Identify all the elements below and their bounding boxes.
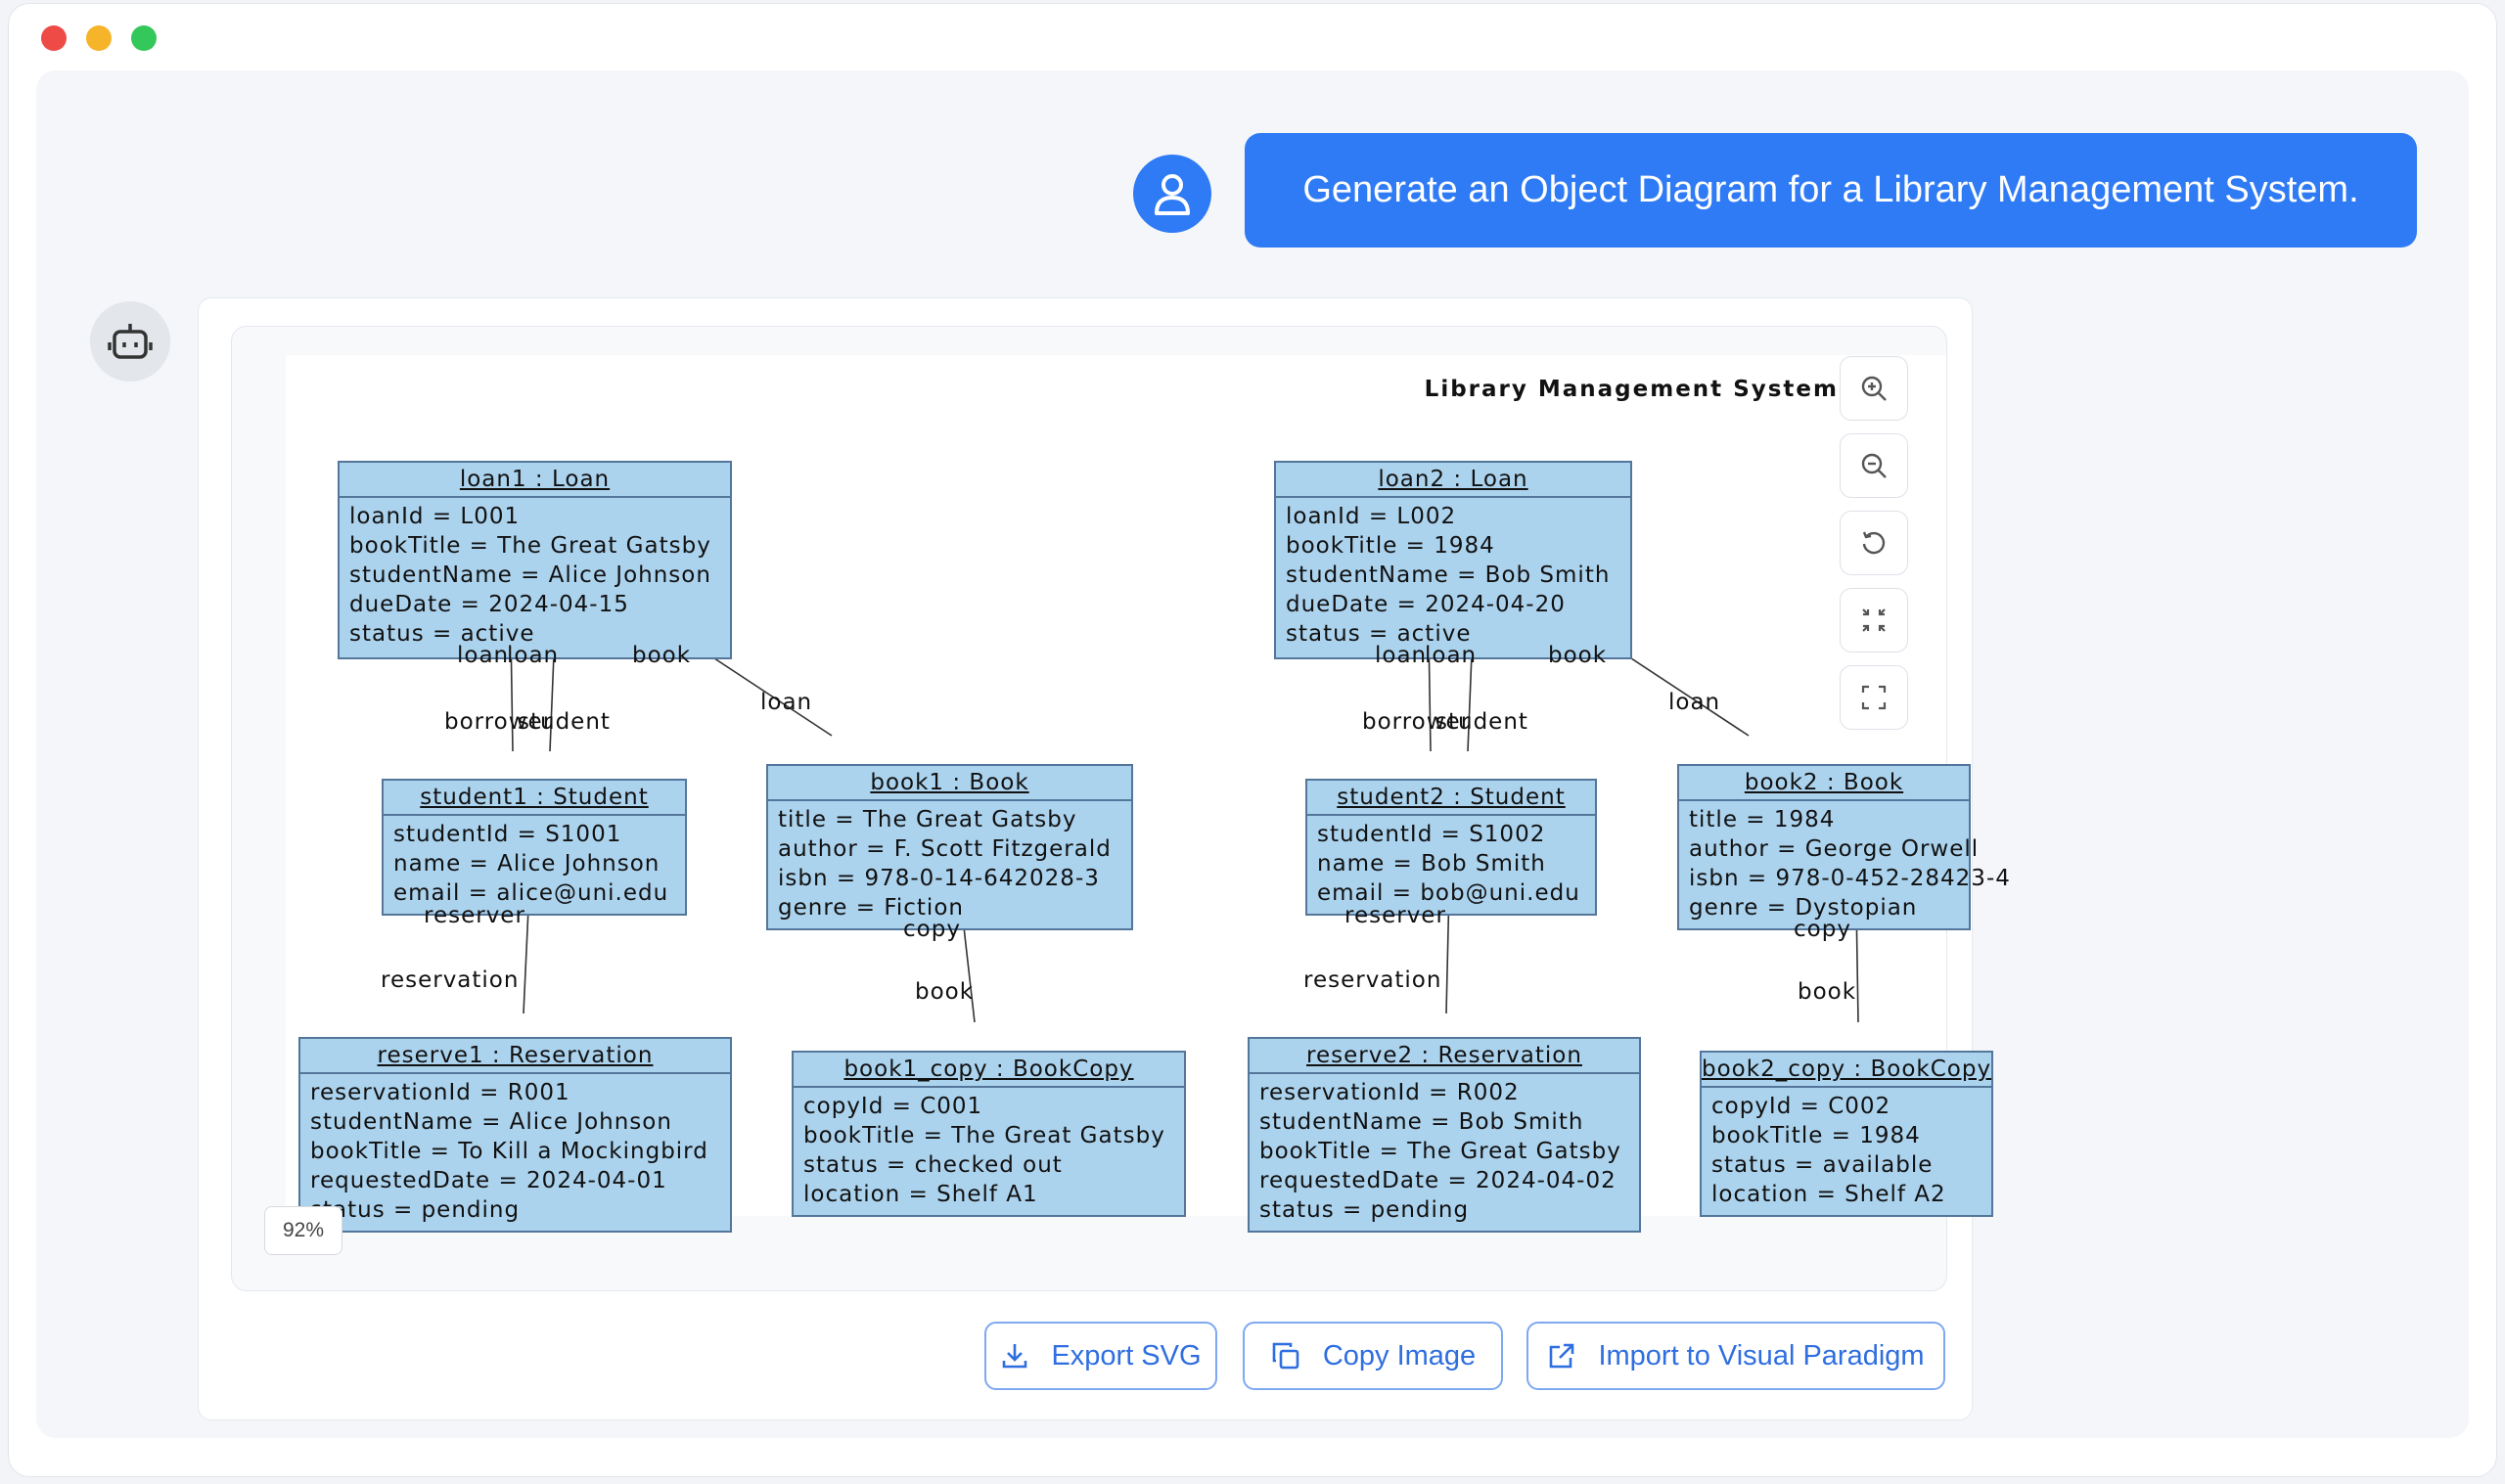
edge-label: reserver xyxy=(1344,903,1446,928)
object-header: book2 : Book xyxy=(1679,766,1969,801)
user-icon xyxy=(1155,174,1190,215)
object-attributes: reservationId = R002 studentName = Bob S… xyxy=(1259,1080,1621,1223)
object-attributes: studentId = S1001 name = Alice Johnson e… xyxy=(393,822,669,906)
object-header: reserve1 : Reservation xyxy=(300,1039,730,1074)
import-visual-paradigm-button[interactable]: Import to Visual Paradigm xyxy=(1526,1322,1945,1390)
copy-icon xyxy=(1272,1342,1299,1370)
robot-icon xyxy=(108,324,153,359)
object-header: loan2 : Loan xyxy=(1276,463,1630,498)
object-attributes: reservationId = R001 studentName = Alice… xyxy=(310,1080,708,1223)
user-message-bubble: Generate an Object Diagram for a Library… xyxy=(1245,133,2417,247)
object-student2[interactable]: student2 : Student studentId = S1002 nam… xyxy=(1305,779,1597,916)
edge-label: reservation xyxy=(381,967,520,993)
object-book1-copy[interactable]: book1_copy : BookCopy copyId = C001 book… xyxy=(792,1051,1186,1217)
edge-label: book xyxy=(1798,979,1857,1005)
diagram-viewer: Library Management System loan1 : Loan l… xyxy=(231,326,2010,1291)
edge-label: borrower xyxy=(1362,709,1472,735)
diagram-canvas[interactable]: Library Management System loan1 : Loan l… xyxy=(286,355,2010,1233)
edge-label: loan xyxy=(1375,643,1428,668)
reset-view-button[interactable] xyxy=(1840,511,1908,575)
zoom-in-icon xyxy=(1861,376,1887,401)
copy-image-label: Copy Image xyxy=(1322,1339,1477,1372)
diagram-title: Library Management System xyxy=(1424,377,1839,402)
object-header: reserve2 : Reservation xyxy=(1250,1039,1639,1074)
object-attributes: studentId = S1002 name = Bob Smith email… xyxy=(1317,822,1580,906)
object-header: loan1 : Loan xyxy=(340,463,730,498)
fullscreen-button[interactable] xyxy=(1840,665,1908,730)
edge-label: book xyxy=(915,979,975,1005)
edge-label: loan xyxy=(760,690,813,715)
edge-label: loan xyxy=(457,643,510,668)
edge-label: reserver xyxy=(424,903,525,928)
zoom-level-indicator: 92% xyxy=(264,1206,342,1255)
download-icon xyxy=(1003,1344,1027,1369)
object-attributes: copyId = C002 bookTitle = 1984 status = … xyxy=(1711,1094,1946,1207)
object-attributes: copyId = C001 bookTitle = The Great Gats… xyxy=(803,1094,1165,1207)
edge-label: book xyxy=(1548,643,1608,668)
bot-avatar xyxy=(90,301,170,382)
object-attributes: loanId = L001 bookTitle = The Great Gats… xyxy=(349,504,711,647)
fit-to-screen-icon xyxy=(1862,608,1886,632)
object-header: book1 : Book xyxy=(768,766,1131,801)
window-close-button[interactable] xyxy=(41,25,67,51)
edge-label: student xyxy=(1435,709,1528,735)
object-header: book1_copy : BookCopy xyxy=(794,1053,1184,1088)
edge-label: student xyxy=(518,709,611,735)
reset-icon xyxy=(1862,531,1886,555)
object-attributes: title = The Great Gatsby author = F. Sco… xyxy=(778,807,1112,921)
object-student1[interactable]: student1 : Student studentId = S1001 nam… xyxy=(382,779,687,916)
object-book2-copy[interactable]: book2_copy : BookCopy copyId = C002 book… xyxy=(1700,1051,1993,1217)
object-reserve2[interactable]: reserve2 : Reservation reservationId = R… xyxy=(1248,1037,1641,1233)
edge-label: reservation xyxy=(1303,967,1442,993)
object-attributes: title = 1984 author = George Orwell isbn… xyxy=(1689,807,2011,921)
edge-label: book xyxy=(632,643,692,668)
user-avatar xyxy=(1133,155,1211,233)
object-book2[interactable]: book2 : Book title = 1984 author = Georg… xyxy=(1677,764,2011,930)
zoom-out-icon xyxy=(1861,453,1887,478)
object-book1[interactable]: book1 : Book title = The Great Gatsby au… xyxy=(766,764,1133,930)
object-header: student1 : Student xyxy=(384,781,685,816)
object-reserve1[interactable]: reserve1 : Reservation reservationId = R… xyxy=(298,1037,732,1233)
edge-label: borrower xyxy=(444,709,554,735)
window-minimize-button[interactable] xyxy=(86,25,112,51)
edge-label: copy xyxy=(1794,917,1851,942)
edge-label: loan xyxy=(507,643,560,668)
object-header: student2 : Student xyxy=(1307,781,1595,816)
zoom-out-button[interactable] xyxy=(1840,433,1908,498)
fit-to-screen-button[interactable] xyxy=(1840,588,1908,652)
edge-label: loan xyxy=(1668,690,1721,715)
export-svg-button[interactable]: Export SVG xyxy=(984,1322,1217,1390)
fullscreen-icon xyxy=(1861,685,1887,710)
object-attributes: loanId = L002 bookTitle = 1984 studentNa… xyxy=(1286,504,1611,647)
object-loan1[interactable]: loan1 : Loan loanId = L001 bookTitle = T… xyxy=(338,461,732,659)
export-svg-label: Export SVG xyxy=(1051,1339,1202,1372)
edge-label: loan xyxy=(1425,643,1478,668)
zoom-in-button[interactable] xyxy=(1840,356,1908,421)
object-header: book2_copy : BookCopy xyxy=(1702,1053,1991,1088)
object-loan2[interactable]: loan2 : Loan loanId = L002 bookTitle = 1… xyxy=(1274,461,1632,659)
user-message-text: Generate an Object Diagram for a Library… xyxy=(1302,169,2359,210)
import-visual-paradigm-label: Import to Visual Paradigm xyxy=(1598,1339,1925,1372)
external-link-icon xyxy=(1550,1343,1574,1369)
copy-image-button[interactable]: Copy Image xyxy=(1243,1322,1503,1390)
window-maximize-button[interactable] xyxy=(131,25,157,51)
edge-label: copy xyxy=(903,917,961,942)
